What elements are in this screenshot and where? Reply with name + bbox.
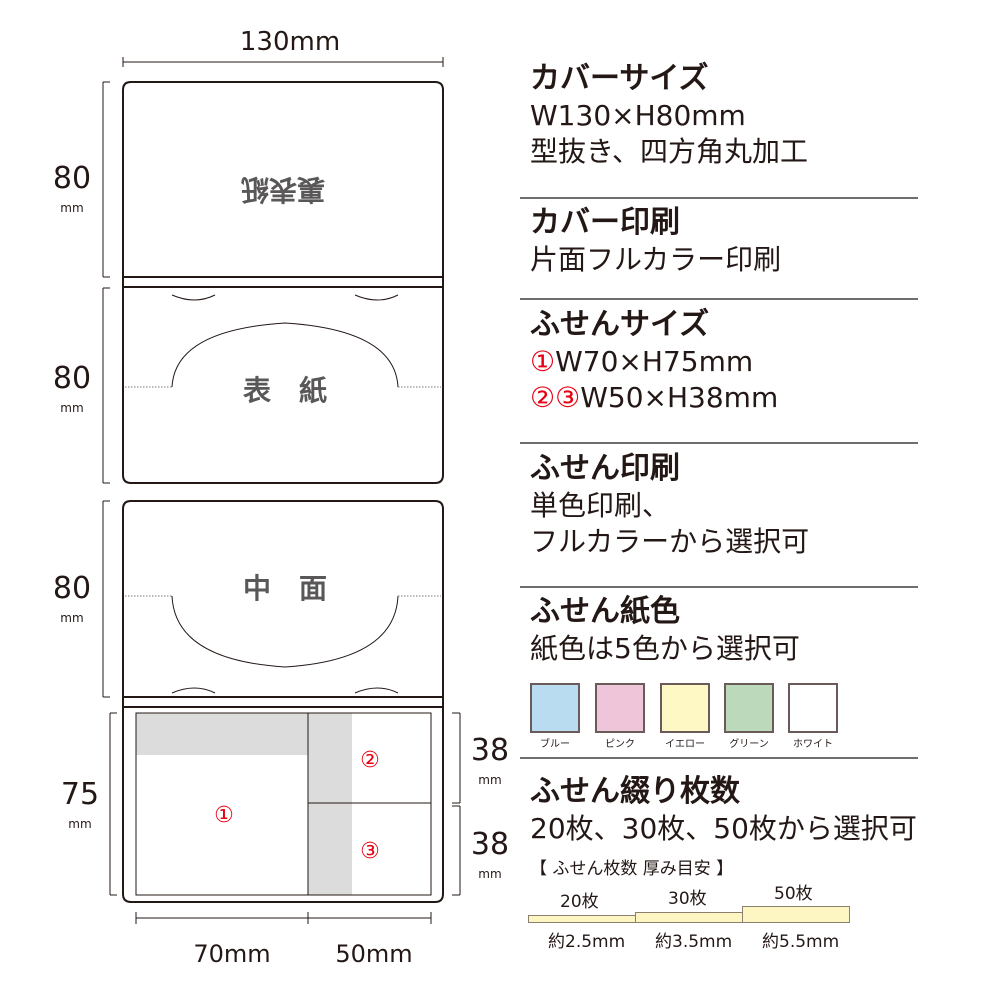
spec-line: 片面フルカラー印刷 bbox=[530, 243, 782, 276]
fold-dotted-lines bbox=[125, 386, 441, 597]
thickness-label: 約5.5mm bbox=[762, 932, 840, 952]
divider bbox=[520, 442, 918, 444]
thickness-bar-50 bbox=[742, 906, 850, 923]
width-label: 130mm bbox=[240, 27, 340, 57]
sticky-height-label: 75 bbox=[61, 777, 99, 812]
divider bbox=[520, 197, 918, 199]
inner-cutout-curve bbox=[171, 595, 399, 668]
back-cover-panel bbox=[122, 81, 444, 278]
bottom-right-label: 50mm bbox=[335, 940, 412, 968]
spec-sheet-count: ふせん綴り枚数 20枚、30枚、50枚から選択可 bbox=[530, 773, 918, 847]
swatch-label: ピンク bbox=[605, 739, 635, 750]
width-dimension-line bbox=[122, 57, 444, 67]
bottom-left-label: 70mm bbox=[193, 940, 270, 968]
swatch-label: グリーン bbox=[729, 739, 769, 750]
front-cover-label: 表 紙 bbox=[243, 374, 327, 407]
thickness-label: 約3.5mm bbox=[655, 932, 733, 952]
spec-cover-size: カバーサイズ W130×H80mm 型抜き、四方角丸加工 bbox=[530, 60, 918, 170]
spec-line: W50×H38mm bbox=[580, 381, 779, 414]
swatch-label: イエロー bbox=[665, 739, 705, 750]
spec-line: 型抜き、四方角丸加工 bbox=[530, 135, 809, 168]
divider bbox=[520, 757, 918, 759]
inner-panel bbox=[122, 500, 444, 698]
spine-band-2 bbox=[122, 696, 444, 708]
spine-band-1 bbox=[122, 276, 444, 288]
spec-line: 紙色は5色から選択可 bbox=[530, 632, 800, 665]
spec-paper-color: ふせん紙色 紙色は5色から選択可 bbox=[530, 593, 918, 667]
front-cover-panel bbox=[122, 286, 444, 484]
spec-line: W70×H75mm bbox=[555, 345, 754, 378]
unit-label: mm bbox=[478, 773, 501, 787]
swatch-label: ホワイト bbox=[793, 739, 833, 750]
front-cutout-curve bbox=[171, 322, 399, 388]
spec-cover-print: カバー印刷 片面フルカラー印刷 bbox=[530, 204, 918, 278]
right-height-label: 38 bbox=[471, 827, 509, 862]
bottom-dimension-line bbox=[135, 912, 432, 924]
color-swatch-pink bbox=[595, 683, 645, 733]
thickness-label: 約2.5mm bbox=[548, 932, 626, 952]
spec-title: ふせんサイズ bbox=[530, 307, 710, 342]
spec-line: 単色印刷、 bbox=[530, 489, 671, 522]
spec-sticky-size: ふせんサイズ ①W70×H75mm ②③W50×H38mm bbox=[530, 306, 918, 416]
panel-height-label: 80 bbox=[53, 571, 91, 606]
spec-sticky-print: ふせん印刷 単色印刷、 フルカラーから選択可 bbox=[530, 450, 918, 560]
sheet-count-label: 30枚 bbox=[668, 889, 707, 909]
sheet-count-label: 20枚 bbox=[560, 892, 599, 912]
right-height-label: 38 bbox=[471, 733, 509, 768]
slit-curves-1 bbox=[171, 294, 399, 301]
swatch-label: ブルー bbox=[540, 739, 570, 750]
sticky-1-marker: ① bbox=[214, 803, 234, 828]
thickness-bar-30 bbox=[635, 912, 743, 923]
height-bracket-2 bbox=[102, 287, 110, 484]
unit-label: mm bbox=[68, 817, 91, 831]
sticky-outline bbox=[135, 712, 432, 896]
unit-label: mm bbox=[60, 201, 83, 215]
color-swatch-blue bbox=[530, 683, 580, 733]
marker: ②③ bbox=[530, 381, 581, 414]
divider bbox=[520, 298, 918, 300]
back-cover-label: 裏表紙 bbox=[241, 173, 325, 206]
panel-height-label: 80 bbox=[53, 161, 91, 196]
sticky-23-glue-area bbox=[308, 713, 352, 895]
spec-line: 20枚、30枚、50枚から選択可 bbox=[530, 812, 917, 845]
unit-label: mm bbox=[60, 401, 83, 415]
unit-label: mm bbox=[478, 867, 501, 881]
sticky-2-marker: ② bbox=[360, 748, 380, 773]
inner-label: 中 面 bbox=[243, 572, 327, 605]
marker: ① bbox=[530, 345, 556, 378]
spec-title: ふせん綴り枚数 bbox=[530, 774, 740, 809]
color-swatch-yellow bbox=[660, 683, 710, 733]
height-bracket-1 bbox=[102, 81, 110, 278]
height-bracket-6 bbox=[452, 805, 461, 896]
sticky-panel bbox=[122, 706, 444, 903]
height-bracket-5 bbox=[452, 712, 461, 804]
spec-line: W130×H80mm bbox=[530, 99, 746, 132]
sheet-count-label: 50枚 bbox=[774, 884, 813, 904]
spec-title: カバーサイズ bbox=[530, 61, 709, 96]
color-swatch-white bbox=[788, 683, 838, 733]
thickness-bar-20 bbox=[528, 915, 636, 923]
sticky-dividers bbox=[307, 713, 431, 895]
sticky-1-glue-area bbox=[136, 713, 308, 755]
slit-curves-2 bbox=[171, 687, 399, 694]
panel-height-label: 80 bbox=[53, 361, 91, 396]
spec-title: ふせん印刷 bbox=[530, 451, 680, 486]
spec-title: ふせん紙色 bbox=[530, 594, 680, 629]
height-bracket-3 bbox=[102, 500, 110, 698]
divider bbox=[520, 586, 918, 588]
unit-label: mm bbox=[60, 611, 83, 625]
spec-line: フルカラーから選択可 bbox=[530, 525, 810, 558]
color-swatch-green bbox=[724, 683, 774, 733]
height-bracket-4 bbox=[109, 712, 117, 896]
spec-title: カバー印刷 bbox=[530, 205, 680, 240]
sticky-3-marker: ③ bbox=[360, 839, 380, 864]
thickness-heading: 【 ふせん枚数 厚み目安 】 bbox=[530, 859, 734, 879]
